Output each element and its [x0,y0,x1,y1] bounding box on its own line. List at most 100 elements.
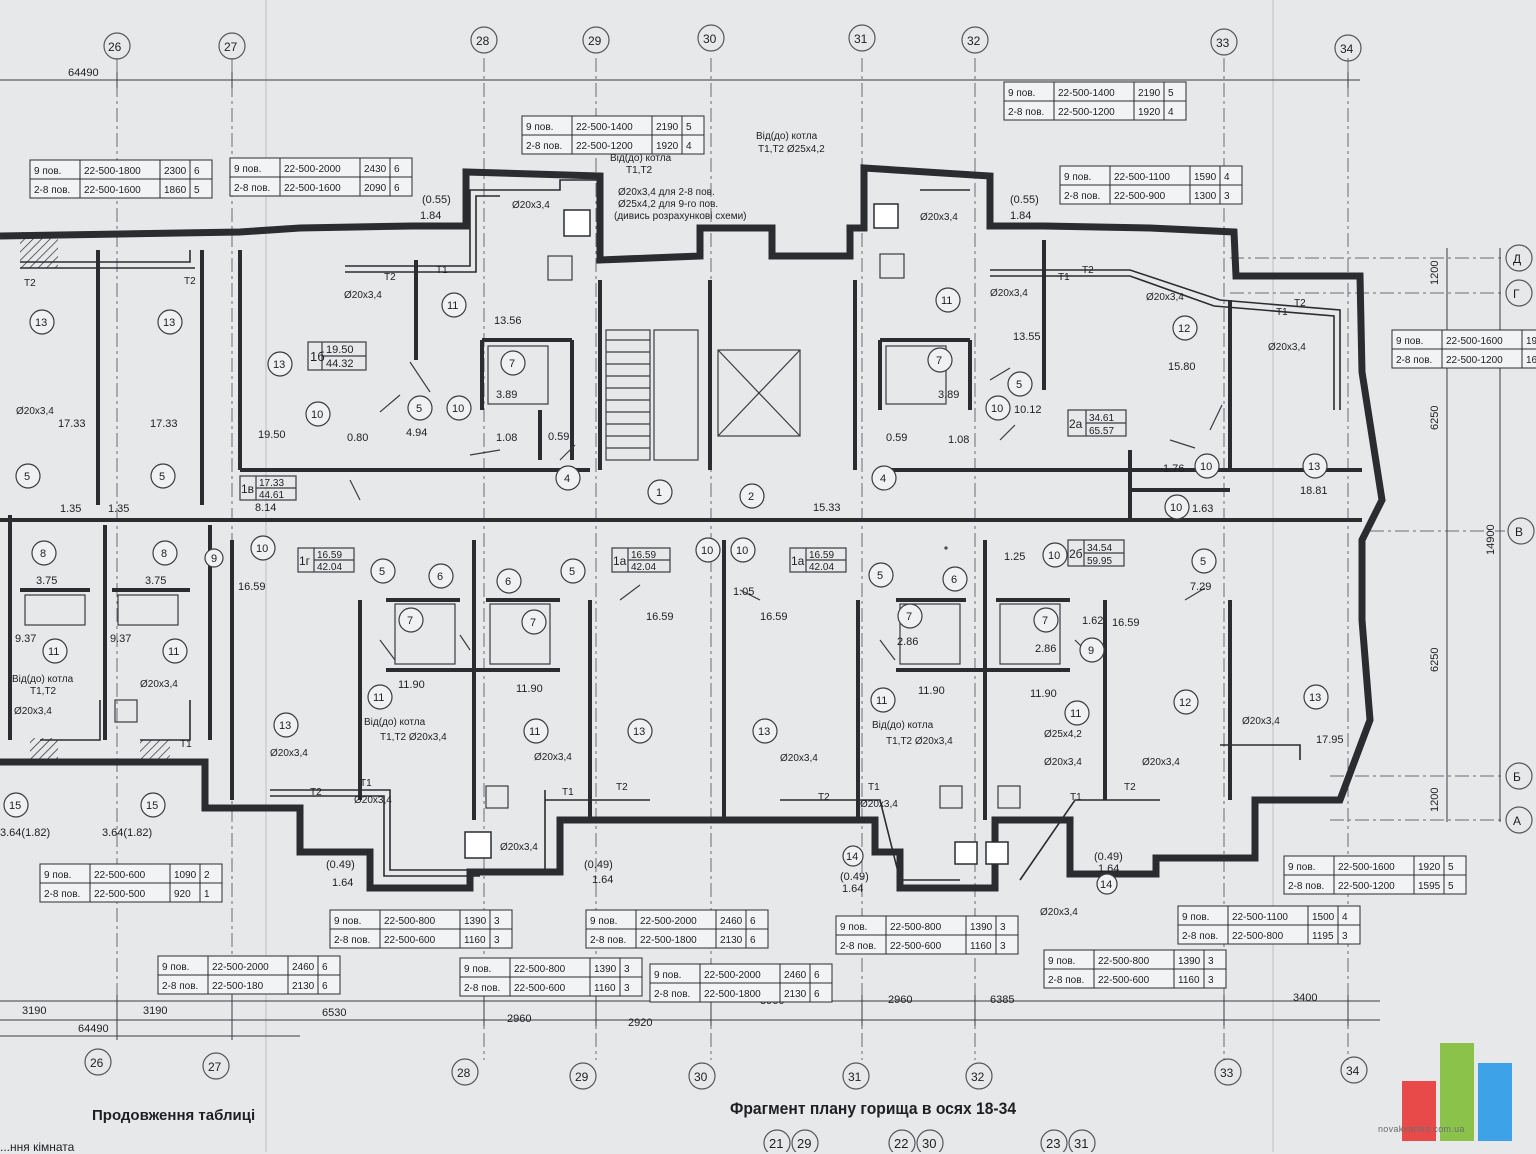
spec-table-cell: 2-8 пов. [234,183,270,194]
pipe-size: Ø20х3,4 [1044,757,1082,768]
room-number: 11 [48,646,59,658]
spec-table-cell: 9 пов. [1288,862,1315,873]
spec-table-cell: 3 [1000,941,1006,952]
top-overall-dimension: 64490 [68,67,99,79]
spec-table-cell: 2-8 пов. [526,141,562,152]
room-area: 1.84 [1010,210,1031,222]
bottom-span-1: 3190 [22,1005,46,1017]
pipe-size: Ø20х3,4 [16,406,54,417]
room-number: 15 [146,800,158,812]
spec-table-cell: 22-500-900 [1114,191,1166,202]
spec-table-cell: 9 пов. [334,916,361,927]
spec-table-cell: 5 [1448,881,1454,892]
spec-table-cell: 2090 [364,183,387,194]
apartment-2a: 2а 34.61 65.57 [1067,409,1127,437]
site-logo [1402,1043,1514,1141]
room-number: 5 [24,471,30,483]
spec-table-cell: 22-500-1200 [1058,107,1115,118]
room-area: 3.64(1.82) [102,827,152,839]
interior-walls [0,240,1362,820]
sanitary-fixtures [24,253,1061,809]
apartment-1a-left: 1а 16.59 42.04 [611,547,671,573]
spec-table-cell: 22-500-2000 [212,962,269,973]
spec-table-cell: 9 пов. [1048,956,1075,967]
room-area: 1.84 [420,210,441,222]
spec-table-cell: 2430 [364,164,387,175]
right-span-4: 6250 [1429,648,1441,672]
apartment-2b: 2б 34.54 59.95 [1067,539,1125,567]
apartment-code: 1а [613,554,627,568]
room-number: 7 [530,617,536,629]
site-credit: novakvartira.com.ua [1378,1124,1465,1134]
room-number: 7 [1042,615,1048,627]
pipe-size: Ø25х4,2 [1044,729,1082,740]
spec-table-cell: 2-8 пов. [840,941,876,952]
spec-table-t6: 9 пов.22-500-160019802-8 пов.22-500-1200… [1391,329,1536,369]
spec-table-cell: 2-8 пов. [1048,975,1084,986]
bottom-span-7: 2960 [888,994,912,1006]
right-span-3: 14900 [1485,524,1497,555]
spec-table-cell: 1390 [464,916,487,927]
ref-label: 22 [894,1136,908,1151]
apartment-living-area: 19.50 [326,344,354,356]
room-area: 0.59 [548,431,569,443]
room-area: 13.56 [494,315,522,327]
apartment-code: 1а [791,554,805,568]
spec-table-cell: 6 [322,981,328,992]
room-number: 13 [163,317,175,329]
room-number: 14 [1100,879,1112,891]
spec-table-cell: 22-500-1400 [576,122,633,133]
room-number: 13 [1309,692,1321,704]
spec-table-cell: 22-500-1800 [640,935,697,946]
spec-table-cell: 6 [322,962,328,973]
spec-table-cell: 22-500-2000 [640,916,697,927]
spec-table-cell: 22-500-600 [890,941,942,952]
spec-table-cell: 1 [204,889,210,900]
axis-label-32-bottom: 32 [971,1070,985,1084]
spec-table-cell: 2-8 пов. [44,889,80,900]
spec-table-cell: 5 [194,185,200,196]
apartment-labels: 1б 19.50 44.32 1в 17.33 44.61 1г 16.59 4… [239,341,1127,573]
boiler-note: Від(до) котла [756,131,818,142]
spec-table-cell: 3 [1224,191,1230,202]
pipe-label-t1: Т1 [1070,792,1082,803]
spec-table-cell: 2-8 пов. [654,989,690,1000]
room-number-bubbles: 13 13 13 10 11 5 10 7 4 1 2 4 7 10 5 11 … [3,287,1329,895]
pipe-annotations: Від(до) котла Т1,Т2 Ø20х3,4 для 2-8 пов.… [12,131,1306,918]
room-area: 16.59 [1112,617,1140,629]
spec-table-cell: 1195 [1312,931,1334,942]
pipe-label-t2: Т2 [616,782,628,793]
spec-table-cell: 22-500-2000 [284,164,341,175]
pipe-label-t1: Т1 [360,778,372,789]
spec-table-cell: 9 пов. [464,964,491,975]
spec-table-cell: 1920 [1138,107,1161,118]
axis-label-30-top: 30 [703,32,717,46]
spec-table-cell: 2-8 пов. [464,983,500,994]
spec-table-cell: 9 пов. [526,122,553,133]
room-number: 8 [40,548,46,560]
spec-table-cell: 6 [814,970,820,981]
axis-label-34-bottom: 34 [1346,1064,1360,1078]
spec-table-cell: 6 [394,183,400,194]
room-number: 11 [373,692,384,704]
spec-table-cell: 6 [194,166,200,177]
room-number: 10 [736,545,748,557]
apartment-code: 1г [299,554,311,568]
spec-table-cell: 22-500-1100 [1232,912,1288,923]
room-area: 10.12 [1014,404,1042,416]
room-number: 5 [877,570,883,582]
room-number: 6 [505,576,511,588]
room-number: 10 [701,545,713,557]
axis-label-27-top: 27 [224,40,238,54]
ref-label: 30 [922,1136,936,1151]
room-number: 13 [279,720,291,732]
room-area: (0.55) [422,194,451,206]
apartment-code: 1в [241,482,254,496]
